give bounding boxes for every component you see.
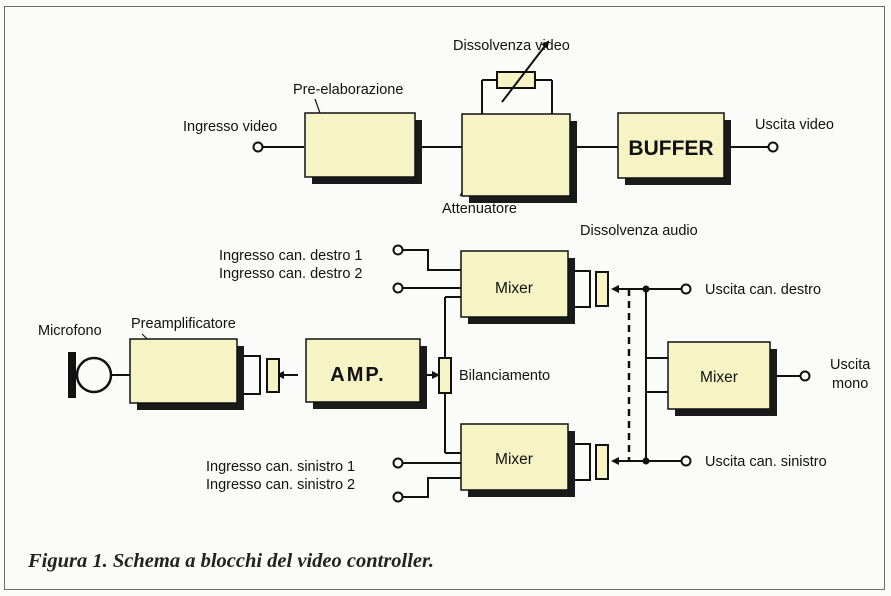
label-ingresso-destro-2: Ingresso can. destro 2 xyxy=(219,266,362,282)
mixer-mono-label: Mixer xyxy=(700,369,738,386)
junction-dots xyxy=(642,285,650,465)
label-ingresso-sinistro-2: Ingresso can. sinistro 2 xyxy=(206,477,355,493)
label-uscita-destro: Uscita can. destro xyxy=(705,282,821,298)
figure-frame xyxy=(4,6,885,590)
label-uscita-sinistro: Uscita can. sinistro xyxy=(705,454,827,470)
variable-resistor-video xyxy=(496,40,550,103)
label-ingresso-video: Ingresso video xyxy=(183,119,277,135)
label-ingresso-sinistro-1: Ingresso can. sinistro 1 xyxy=(206,459,355,475)
mixer-left-label: Mixer xyxy=(495,451,533,468)
label-ingresso-destro-1: Ingresso can. destro 1 xyxy=(219,248,362,264)
audio-wiring xyxy=(112,244,811,503)
label-uscita-video: Uscita video xyxy=(755,117,834,133)
mixer-right-label: Mixer xyxy=(495,280,533,297)
label-bilanciamento: Bilanciamento xyxy=(459,368,550,384)
block-mixer-right: Mixer xyxy=(460,250,575,324)
label-pre-elaborazione: Pre-elaborazione xyxy=(293,82,403,98)
resistor-fade-left xyxy=(595,444,609,480)
label-preamplificatore: Preamplificatore xyxy=(131,316,236,332)
label-dissolvenza-video: Dissolvenza video xyxy=(453,38,570,54)
resistor-fade-right xyxy=(595,271,609,307)
block-attenuatore xyxy=(461,113,577,203)
label-uscita-mono-2: mono xyxy=(832,376,868,392)
resistor-bilanciamento xyxy=(438,357,452,394)
resistor-preamp-level xyxy=(266,358,280,393)
block-mixer-mono: Mixer xyxy=(667,341,777,416)
buffer-label: BUFFER xyxy=(628,137,713,160)
figure-caption: Figura 1. Schema a blocchi del video con… xyxy=(27,550,434,572)
block-preamplificatore xyxy=(129,338,244,410)
microphone-icon xyxy=(68,352,113,398)
amp-label: AMP. xyxy=(330,364,385,386)
label-attenuatore: Attenuatore xyxy=(442,201,517,217)
label-uscita-mono-1: Uscita xyxy=(830,357,871,373)
block-buffer: BUFFER xyxy=(617,112,731,185)
block-amp: AMP. xyxy=(305,338,427,409)
label-microfono: Microfono xyxy=(38,323,102,339)
block-mixer-left: Mixer xyxy=(460,423,575,497)
label-dissolvenza-audio: Dissolvenza audio xyxy=(580,223,698,239)
block-pre-elaborazione xyxy=(304,112,422,184)
